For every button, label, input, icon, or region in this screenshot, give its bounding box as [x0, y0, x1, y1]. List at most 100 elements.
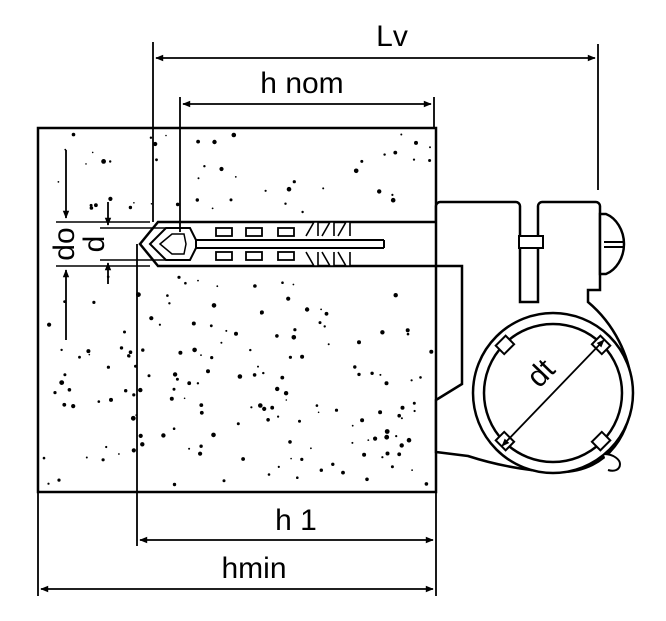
plug-tooth	[305, 251, 319, 267]
aggregate-dot	[378, 410, 383, 415]
aggregate-dot	[412, 158, 416, 161]
aggregate-dot	[383, 153, 386, 156]
aggregate-dot	[199, 403, 204, 407]
dimension-h-nom: h nom	[179, 67, 435, 232]
aggregate-dot	[281, 281, 284, 285]
aggregate-dot	[106, 365, 110, 369]
aggregate-dot	[184, 281, 187, 285]
aggregate-dot	[198, 451, 203, 456]
aggregate-dot	[131, 448, 136, 453]
aggregate-dot	[258, 403, 263, 408]
aggregate-dot	[381, 456, 384, 459]
aggregate-dot	[414, 140, 418, 145]
aggregate-dot	[128, 350, 133, 355]
aggregate-dot	[384, 429, 390, 434]
aggregate-dot	[322, 187, 325, 190]
label-h-nom: h nom	[260, 67, 343, 100]
aggregate-dot	[429, 349, 434, 354]
aggregate-dot	[318, 321, 322, 325]
aggregate-dot	[161, 433, 166, 438]
aggregate-dot	[384, 434, 390, 440]
aggregate-dot	[270, 405, 275, 410]
aggregate-dot	[57, 181, 60, 183]
aggregate-dot	[109, 397, 113, 402]
aggregate-dot	[203, 165, 206, 168]
aggregate-dot	[384, 381, 389, 386]
dimension-lv: Lv	[152, 20, 599, 222]
aggregate-dot	[393, 293, 398, 298]
aggregate-dot	[250, 406, 253, 409]
aggregate-dot	[262, 406, 267, 411]
aggregate-dot	[63, 373, 67, 377]
aggregate-dot	[123, 330, 126, 334]
aggregate-dot	[192, 347, 197, 353]
aggregate-dot	[92, 300, 96, 304]
aggregate-dot	[300, 354, 305, 359]
aggregate-dot	[60, 348, 63, 352]
aggregate-dot	[395, 435, 398, 438]
aggregate-dot	[85, 163, 87, 165]
aggregate-dot	[138, 387, 143, 393]
anchor-plug	[148, 221, 385, 267]
aggregate-dot	[419, 376, 422, 379]
concrete-block	[36, 126, 438, 494]
aggregate-dot	[216, 285, 219, 288]
aggregate-dot	[158, 323, 161, 326]
dimension-d: d	[78, 202, 166, 284]
aggregate-dot	[300, 457, 304, 461]
aggregate-dot	[365, 477, 369, 482]
aggregate-dot	[188, 447, 191, 450]
aggregate-dot	[130, 415, 136, 421]
aggregate-dot	[47, 482, 50, 485]
aggregate-dot	[101, 159, 106, 164]
aggregate-dot	[275, 386, 280, 392]
aggregate-dot	[319, 468, 323, 472]
aggregate-dot	[169, 396, 174, 401]
aggregate-dot	[62, 402, 67, 407]
aggregate-dot	[118, 453, 120, 455]
aggregate-dot	[286, 296, 291, 301]
aggregate-dot	[91, 151, 94, 154]
aggregate-dot	[286, 186, 292, 192]
aggregate-dot	[199, 410, 204, 415]
aggregate-dot	[195, 198, 199, 202]
aggregate-dot	[357, 372, 361, 377]
aggregate-dot	[128, 205, 133, 210]
aggregate-dot	[172, 482, 177, 487]
aggregate-dot	[196, 139, 201, 144]
aggregate-dot	[175, 202, 180, 207]
aggregate-dot	[241, 457, 246, 461]
aggregate-dot	[341, 470, 345, 475]
aggregate-dot	[178, 350, 183, 355]
aggregate-dot	[324, 311, 329, 316]
aggregate-dot	[231, 132, 237, 138]
aggregate-dot	[172, 387, 176, 391]
aggregate-dot	[191, 321, 196, 326]
aggregate-dot	[94, 203, 98, 208]
aggregate-dot	[379, 373, 382, 376]
aggregate-dot	[168, 302, 171, 305]
aggregate-dot	[150, 203, 153, 205]
aggregate-dot	[406, 437, 412, 443]
aggregate-dot	[200, 354, 202, 356]
aggregate-dot	[283, 391, 289, 396]
dimension-do: do	[48, 150, 150, 340]
plug-rib	[215, 251, 233, 261]
aggregate-dot	[267, 473, 271, 476]
aggregate-dot	[257, 365, 259, 368]
aggregate-dot	[252, 373, 257, 377]
aggregate-dot	[177, 275, 181, 279]
aggregate-dot	[165, 134, 167, 137]
dimension-hmin: hmin	[37, 492, 437, 596]
aggregate-dot	[53, 391, 57, 395]
aggregate-dot	[298, 419, 301, 423]
aggregate-dot	[109, 160, 112, 163]
aggregate-dot	[237, 374, 243, 379]
aggregate-dot	[229, 198, 233, 202]
plug-tooth	[321, 221, 335, 237]
aggregate-dot	[71, 132, 76, 137]
aggregate-dot	[197, 177, 200, 180]
aggregate-dot	[406, 332, 410, 336]
aggregate-dot	[292, 180, 296, 184]
